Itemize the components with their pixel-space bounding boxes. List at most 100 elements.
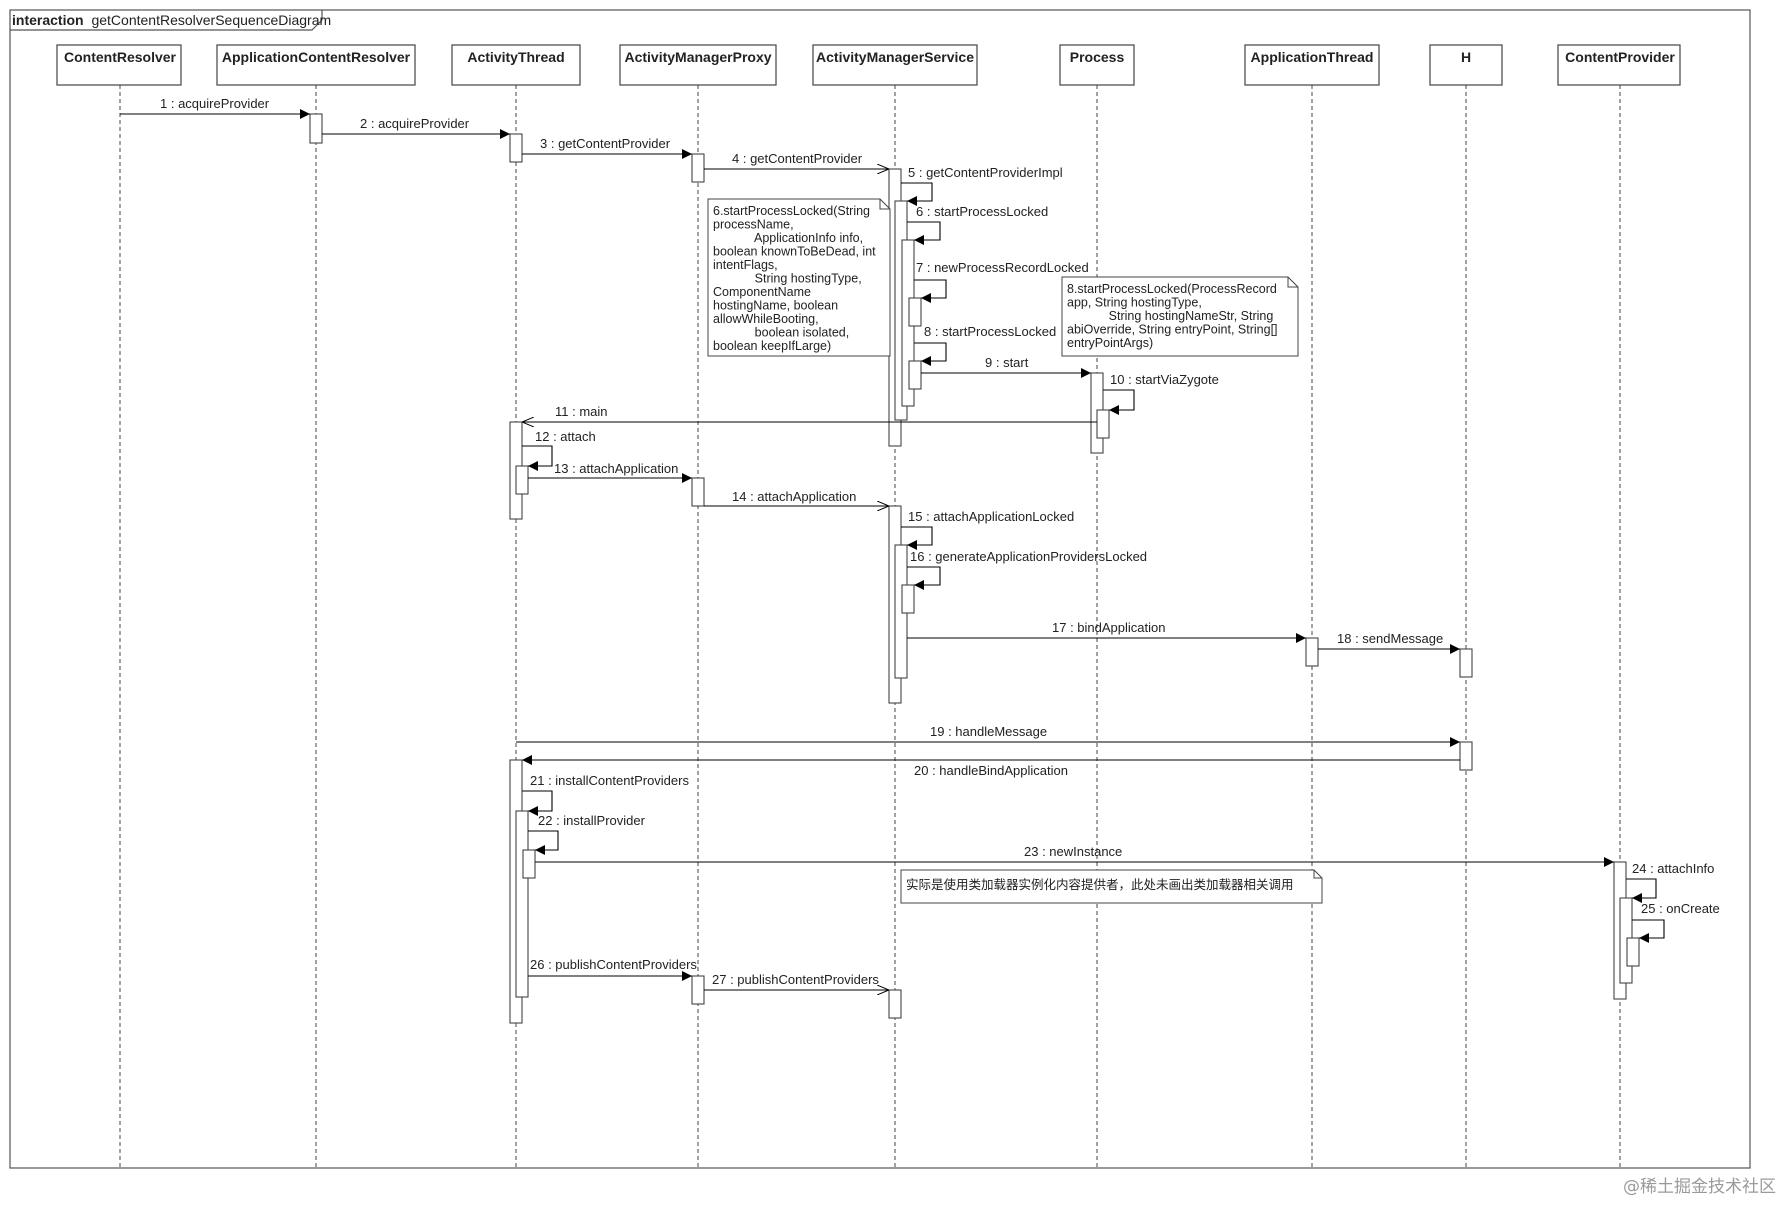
activation-bar: [691, 975, 705, 1005]
activation-bar: [888, 989, 902, 1019]
lifeline-activity-manager-proxy[interactable]: ActivityManagerProxy: [619, 44, 777, 1168]
message-26[interactable]: 26 : publishContentProviders: [528, 957, 697, 981]
activation-bar: [901, 584, 915, 614]
message-6[interactable]: 6 : startProcessLocked: [907, 204, 1048, 245]
message-16[interactable]: 16 : generateApplicationProvidersLocked: [907, 549, 1147, 590]
message-label: 20 : handleBindApplication: [914, 763, 1068, 778]
message-4[interactable]: 4 : getContentProvider: [704, 151, 889, 169]
note-start-process-locked-process-record[interactable]: 8.startProcessLocked(ProcessRecord app, …: [1061, 276, 1309, 357]
message-20[interactable]: 20 : handleBindApplication: [522, 755, 1460, 778]
activation-bar: [908, 360, 922, 390]
note-line: intentFlags,: [713, 258, 778, 272]
lifeline-label: H: [1461, 49, 1471, 65]
message-10[interactable]: 10 : startViaZygote: [1103, 372, 1219, 415]
note-line: 8.startProcessLocked(ProcessRecord: [1067, 282, 1277, 296]
frame-keyword: interaction: [12, 12, 84, 28]
message-2[interactable]: 2 : acquireProvider: [322, 116, 510, 139]
message-19[interactable]: 19 : handleMessage: [516, 724, 1460, 747]
message-label: 26 : publishContentProviders: [530, 957, 697, 972]
message-1[interactable]: 1 : acquireProvider: [120, 96, 310, 119]
activation-bar: [515, 810, 529, 998]
message-15[interactable]: 15 : attachApplicationLocked: [901, 509, 1074, 550]
lifeline-content-resolver[interactable]: ContentResolver: [56, 44, 182, 1168]
note-line: 实际是使用类加载器实例化内容提供者，此处未画出类加载器相关调用: [906, 877, 1294, 892]
message-label: 3 : getContentProvider: [540, 136, 671, 151]
lifeline-label: ActivityManagerProxy: [624, 49, 771, 65]
message-label: 7 : newProcessRecordLocked: [916, 260, 1089, 275]
interaction-frame: interaction getContentResolverSequenceDi…: [9, 9, 1751, 1169]
lifeline-label: ActivityManagerService: [816, 49, 974, 65]
svg-text:6.startProcessLocked(String: 6.startProcessLocked(String processName,…: [713, 204, 907, 353]
message-3[interactable]: 3 : getContentProvider: [522, 136, 692, 159]
message-21[interactable]: 21 : installContentProviders: [522, 773, 689, 816]
message-8[interactable]: 8 : startProcessLocked: [914, 324, 1056, 366]
lifeline-activity-thread[interactable]: ActivityThread: [451, 44, 581, 1168]
message-22[interactable]: 22 : installProvider: [528, 813, 646, 855]
message-12[interactable]: 12 : attach: [522, 429, 596, 471]
note-line: app, String hostingType,: [1067, 296, 1202, 310]
message-label: 11 : main: [555, 404, 608, 419]
message-label: 21 : installContentProviders: [530, 773, 689, 788]
note-line: boolean isolated,: [713, 326, 849, 340]
message-label: 9 : start: [985, 355, 1029, 370]
activation-bar: [522, 849, 536, 879]
note-line: allowWhileBooting,: [713, 312, 819, 326]
message-label: 24 : attachInfo: [1632, 861, 1714, 876]
svg-text:interaction getContentRe: interaction getContentResolverSequenceDi…: [12, 12, 331, 28]
message-label: 23 : newInstance: [1024, 844, 1122, 859]
message-label: 15 : attachApplicationLocked: [908, 509, 1074, 524]
message-label: 18 : sendMessage: [1337, 631, 1443, 646]
message-label: 2 : acquireProvider: [360, 116, 470, 131]
note-line: boolean keepIfLarge): [713, 339, 831, 353]
message-label: 5 : getContentProviderImpl: [908, 165, 1063, 180]
note-line: hostingName, boolean: [713, 299, 838, 313]
message-14[interactable]: 14 : attachApplication: [704, 489, 889, 506]
activation-bar: [1459, 741, 1473, 771]
message-label: 16 : generateApplicationProvidersLocked: [910, 549, 1147, 564]
activations: [309, 113, 1640, 1024]
message-label: 1 : acquireProvider: [160, 96, 270, 111]
lifeline-application-content-resolver[interactable]: ApplicationContentResolver: [216, 44, 416, 1168]
activation-bar: [908, 297, 922, 327]
lifeline-content-provider[interactable]: ContentProvider: [1557, 44, 1681, 1168]
lifeline-label: Process: [1070, 49, 1125, 65]
activation-bar: [1626, 937, 1640, 967]
message-label: 19 : handleMessage: [930, 724, 1047, 739]
message-9[interactable]: 9 : start: [921, 355, 1091, 378]
message-27[interactable]: 27 : publishContentProviders: [704, 972, 889, 990]
lifeline-process[interactable]: Process: [1059, 44, 1135, 1168]
activation-bar: [509, 133, 523, 163]
message-5[interactable]: 5 : getContentProviderImpl: [901, 165, 1063, 206]
svg-text:8.startProcessLocked(ProcessRe: 8.startProcessLocked(ProcessRecord app, …: [1067, 282, 1309, 350]
lifeline-h[interactable]: H: [1429, 44, 1503, 1168]
activation-bar: [1305, 637, 1319, 667]
note-line: boolean knownToBeDead, int: [713, 245, 876, 259]
message-label: 22 : installProvider: [538, 813, 646, 828]
message-24[interactable]: 24 : attachInfo: [1626, 861, 1714, 903]
note-line: 6.startProcessLocked(String: [713, 204, 870, 218]
message-label: 10 : startViaZygote: [1110, 372, 1219, 387]
lifeline-application-thread[interactable]: ApplicationThread: [1244, 44, 1380, 1168]
message-label: 12 : attach: [535, 429, 596, 444]
note-line: String hostingType,: [713, 272, 862, 286]
message-17[interactable]: 17 : bindApplication: [907, 620, 1306, 643]
message-label: 27 : publishContentProviders: [712, 972, 879, 987]
message-25[interactable]: 25 : onCreate: [1632, 901, 1720, 943]
note-start-process-locked-signature[interactable]: 6.startProcessLocked(String processName,…: [707, 198, 907, 357]
activation-bar: [309, 113, 323, 144]
note-line: ApplicationInfo info,: [713, 231, 863, 245]
message-13[interactable]: 13 : attachApplication: [528, 461, 692, 483]
lifeline-label: ApplicationThread: [1251, 49, 1374, 65]
message-label: 8 : startProcessLocked: [924, 324, 1056, 339]
message-7[interactable]: 7 : newProcessRecordLocked: [914, 260, 1089, 303]
message-18[interactable]: 18 : sendMessage: [1318, 631, 1460, 654]
message-label: 17 : bindApplication: [1052, 620, 1165, 635]
note-line: ComponentName: [713, 285, 811, 299]
message-23[interactable]: 23 : newInstance: [535, 844, 1614, 867]
lifeline-label: ContentResolver: [64, 49, 177, 65]
note-class-loader[interactable]: 实际是使用类加载器实例化内容提供者，此处未画出类加载器相关调用: [900, 869, 1323, 904]
note-line: String hostingNameStr, String: [1067, 309, 1273, 323]
message-label: 6 : startProcessLocked: [916, 204, 1048, 219]
message-11[interactable]: 11 : main: [522, 404, 1097, 422]
